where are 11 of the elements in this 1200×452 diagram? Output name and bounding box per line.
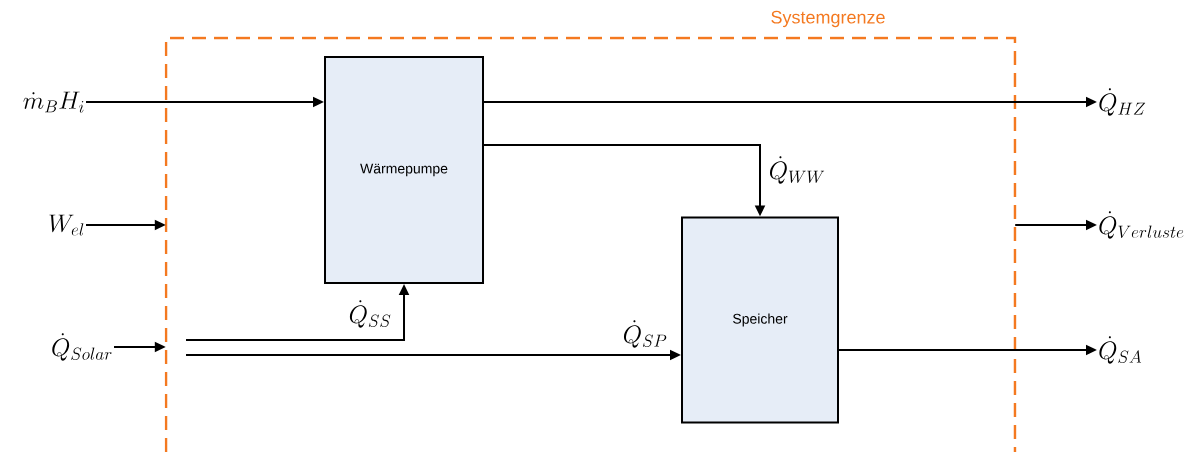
flow-symbol: $\dot{Q}_{SA}$ [1099, 336, 1142, 364]
flow-symbol: $\dot{Q}_{Verluste}$ [1099, 211, 1184, 239]
process-box: Speicher [681, 216, 839, 424]
edge-label: $\dot{Q}_{SS}$ [347, 299, 393, 329]
flow-symbol: $\dot{Q}_{HZ}$ [1099, 88, 1146, 116]
edge-label: $\dot{Q}_{WW}$ [767, 155, 827, 185]
edge-label: $\dot{Q}_{SP}$ [621, 319, 669, 349]
flow-symbol: $\dot{Q}_{Solar}$ [52, 333, 112, 361]
flow-symbol: $W_{el}$ [49, 214, 84, 236]
flow-symbol: $\dot{m}_{B} H_{i}$ [23, 91, 84, 113]
process-box: Wärmepumpe [324, 56, 484, 284]
